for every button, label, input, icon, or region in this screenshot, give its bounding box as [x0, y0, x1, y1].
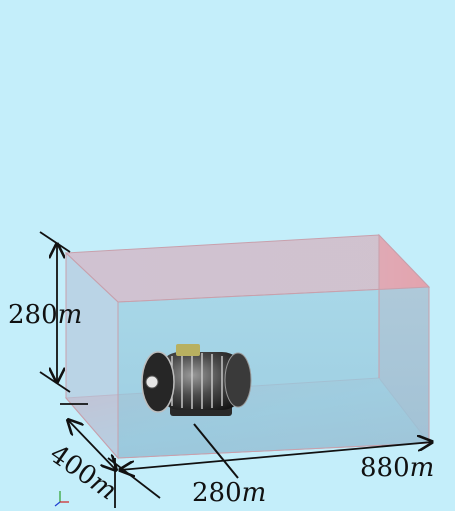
electric-motor [141, 344, 252, 416]
wind-tunnel-box [64, 233, 431, 460]
axis-triad-icon [54, 491, 69, 507]
height-label: 280m [8, 300, 82, 330]
motor-terminal-box [176, 344, 200, 356]
height-dimension [39, 231, 71, 393]
motor-shaft [145, 375, 159, 389]
length-label: 880m [360, 453, 434, 483]
depth-dimension [60, 403, 116, 508]
motor-offset-leader [193, 423, 239, 479]
length-dimension [107, 442, 432, 499]
motor-rear-cover [224, 352, 252, 408]
motor-offset-label: 280m [192, 478, 266, 508]
